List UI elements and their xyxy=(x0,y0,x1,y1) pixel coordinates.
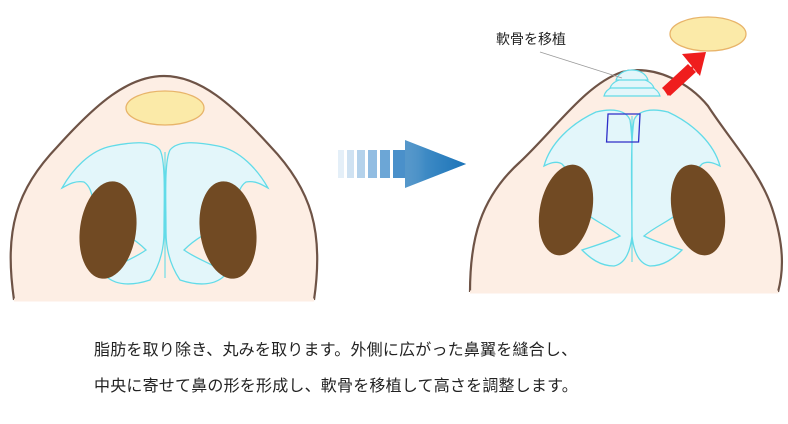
nostril-left-after xyxy=(538,164,594,256)
fat-pad xyxy=(125,90,205,126)
graft-box xyxy=(605,113,641,143)
nostril-right-after xyxy=(670,164,726,256)
cartilage-graft-label: 軟骨を移植 xyxy=(496,32,566,48)
gradient-right-arrow-icon xyxy=(330,140,466,188)
nostril-left xyxy=(79,181,137,279)
label-leader-line xyxy=(539,51,623,79)
caption-line-1: 脂肪を取り除き、丸みを取ります。外側に広がった鼻翼を縫合し、 xyxy=(94,340,578,359)
removed-fat-pad xyxy=(669,16,747,52)
red-diagonal-arrow-icon xyxy=(662,52,706,96)
caption-line-2: 中央に寄せて鼻の形を形成し、軟骨を移植して高さを調整します。 xyxy=(94,376,578,395)
cartilage-graft xyxy=(603,69,661,97)
nose-after: 軟骨を移植 xyxy=(468,16,784,294)
nose-before xyxy=(9,74,319,302)
nostril-right xyxy=(199,181,257,279)
